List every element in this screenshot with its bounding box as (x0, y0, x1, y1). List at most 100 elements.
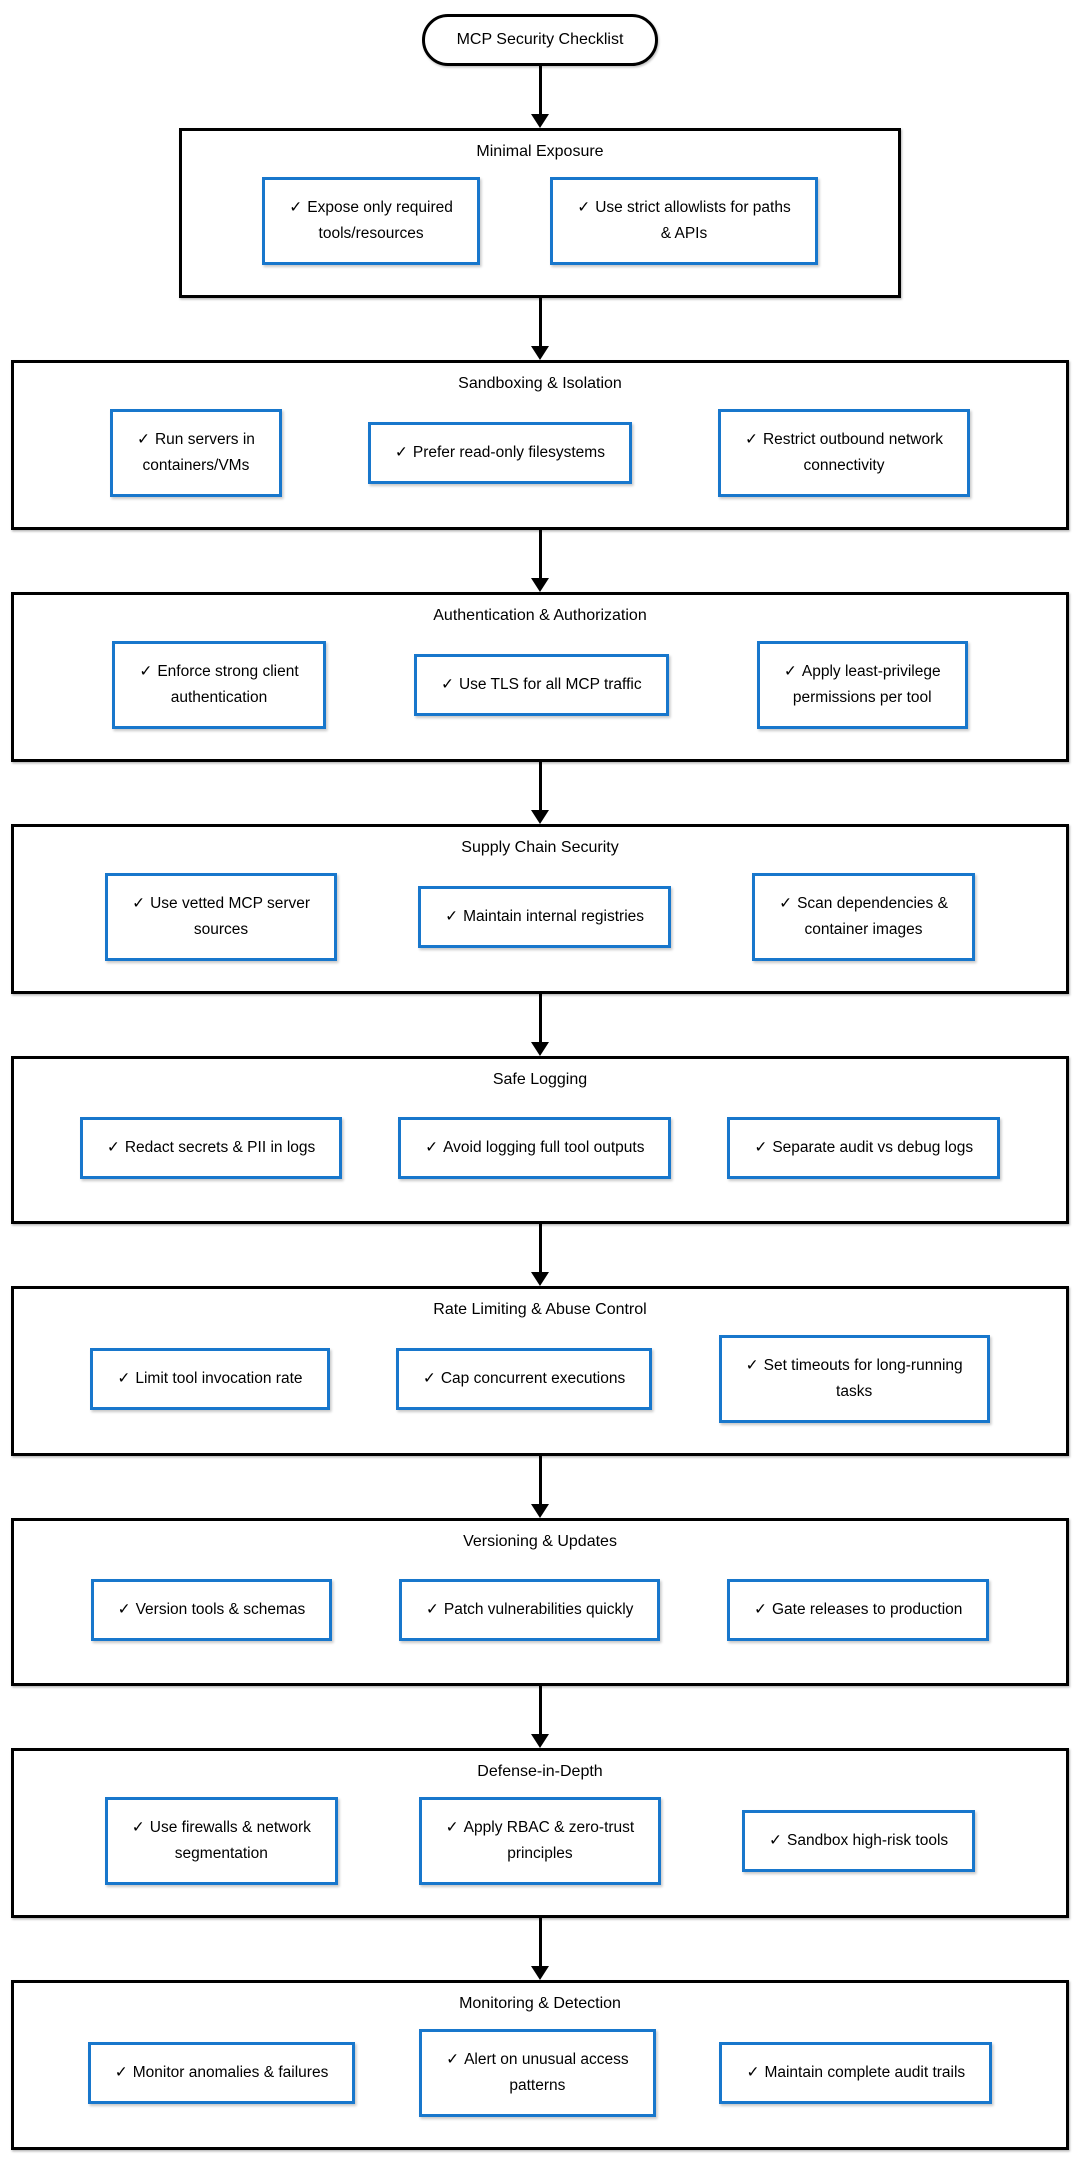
section-title: Supply Chain Security (461, 839, 619, 856)
checklist-item-label: Use TLS for all MCP traffic (458, 676, 642, 693)
section-versioning-updates: Versioning & Updates ✓Version tools & sc… (11, 1518, 1069, 1686)
sections-container: Minimal Exposure ✓Expose only required t… (11, 66, 1069, 2150)
arrow-shaft (538, 66, 542, 114)
checkmark-icon: ✓ (425, 1601, 439, 1618)
flow-arrow (531, 1456, 549, 1518)
section-items: ✓Version tools & schemas ✓Patch vulnerab… (24, 1567, 1056, 1653)
checklist-item-label: Maintain internal registries (463, 908, 645, 925)
flow-arrow (531, 1686, 549, 1748)
section-title: Rate Limiting & Abuse Control (433, 1301, 647, 1318)
arrow-shaft (538, 994, 542, 1042)
arrow-shaft (538, 1686, 542, 1734)
section-title: Minimal Exposure (476, 143, 604, 160)
checkmark-icon: ✓ (754, 1139, 768, 1156)
checklist-item: ✓Limit tool invocation rate (90, 1348, 330, 1410)
section-minimal-exposure: Minimal Exposure ✓Expose only required t… (179, 128, 901, 298)
checklist-item: ✓Sandbox high-risk tools (742, 1810, 976, 1872)
checkmark-icon: ✓ (132, 895, 146, 912)
arrow-head-down-icon (531, 1042, 549, 1056)
checklist-item-label: Scan dependencies & container images (797, 895, 948, 938)
checkmark-icon: ✓ (744, 431, 758, 448)
checklist-item: ✓Separate audit vs debug logs (727, 1117, 1001, 1179)
checklist-item-label: Enforce strong client authentication (157, 663, 299, 706)
arrow-head-down-icon (531, 1966, 549, 1980)
checklist-item: ✓Maintain complete audit trails (719, 2042, 993, 2104)
arrow-head-down-icon (531, 1504, 549, 1518)
arrow-shaft (538, 298, 542, 346)
checklist-item: ✓Cap concurrent executions (395, 1348, 653, 1410)
section-items: ✓Expose only required tools/resources ✓U… (192, 177, 888, 265)
checklist-item: ✓Use TLS for all MCP traffic (413, 654, 669, 716)
section-items: ✓Redact secrets & PII in logs ✓Avoid log… (24, 1105, 1056, 1191)
arrow-shaft (538, 1224, 542, 1272)
checklist-item-label: Monitor anomalies & failures (132, 2064, 329, 2081)
section-title: Sandboxing & Isolation (458, 375, 622, 392)
flow-arrow (531, 298, 549, 360)
checklist-item-label: Alert on unusual access patterns (464, 2051, 629, 2094)
section-items: ✓Monitor anomalies & failures ✓Alert on … (24, 2029, 1056, 2117)
checklist-item-label: Redact secrets & PII in logs (124, 1139, 316, 1156)
checklist-item: ✓Alert on unusual access patterns (419, 2029, 656, 2117)
section-safe-logging: Safe Logging ✓Redact secrets & PII in lo… (11, 1056, 1069, 1224)
section-title: Authentication & Authorization (433, 607, 647, 624)
checkmark-icon: ✓ (745, 1357, 759, 1374)
checklist-item-label: Limit tool invocation rate (135, 1370, 303, 1387)
checkmark-icon: ✓ (289, 199, 303, 216)
checklist-item-label: Cap concurrent executions (440, 1370, 626, 1387)
checklist-item: ✓Use vetted MCP server sources (105, 873, 338, 961)
checkmark-icon: ✓ (753, 1601, 767, 1618)
checkmark-icon: ✓ (117, 1601, 131, 1618)
checklist-item-label: Version tools & schemas (135, 1601, 306, 1618)
checkmark-icon: ✓ (422, 1370, 436, 1387)
section-items: ✓Enforce strong client authentication ✓U… (24, 641, 1056, 729)
flow-arrow (531, 762, 549, 824)
section-items: ✓Limit tool invocation rate ✓Cap concurr… (24, 1335, 1056, 1423)
checkmark-icon: ✓ (577, 199, 591, 216)
checklist-item: ✓Scan dependencies & container images (752, 873, 975, 961)
checklist-item-label: Use strict allowlists for paths & APIs (595, 199, 791, 242)
section-items: ✓Run servers in containers/VMs ✓Prefer r… (24, 409, 1056, 497)
arrow-head-down-icon (531, 578, 549, 592)
checklist-item-label: Separate audit vs debug logs (772, 1139, 974, 1156)
checklist-item: ✓Use firewalls & network segmentation (104, 1797, 338, 1885)
flow-arrow (531, 1224, 549, 1286)
section-items: ✓Use firewalls & network segmentation ✓A… (24, 1797, 1056, 1885)
checklist-item-label: Maintain complete audit trails (764, 2064, 966, 2081)
checklist-item: ✓Restrict outbound network connectivity (717, 409, 971, 497)
checkmark-icon: ✓ (131, 1819, 145, 1836)
arrow-head-down-icon (531, 810, 549, 824)
section-authentication-authorization: Authentication & Authorization ✓Enforce … (11, 592, 1069, 762)
arrow-head-down-icon (531, 346, 549, 360)
checkmark-icon: ✓ (114, 2064, 128, 2081)
flow-arrow (531, 1918, 549, 1980)
flow-arrow (531, 66, 549, 128)
section-title: Safe Logging (492, 1071, 588, 1088)
checklist-item: ✓Redact secrets & PII in logs (79, 1117, 343, 1179)
checklist-item-label: Use firewalls & network segmentation (149, 1819, 311, 1862)
section-title: Versioning & Updates (463, 1533, 617, 1550)
checkmark-icon: ✓ (440, 676, 454, 693)
checklist-item: ✓Version tools & schemas (90, 1579, 333, 1641)
checklist-item: ✓Run servers in containers/VMs (109, 409, 282, 497)
section-items: ✓Use vetted MCP server sources ✓Maintain… (24, 873, 1056, 961)
checkmark-icon: ✓ (769, 1832, 783, 1849)
section-monitoring-detection: Monitoring & Detection ✓Monitor anomalie… (11, 1980, 1069, 2150)
checklist-item: ✓Avoid logging full tool outputs (398, 1117, 672, 1179)
section-supply-chain-security: Supply Chain Security ✓Use vetted MCP se… (11, 824, 1069, 994)
checkmark-icon: ✓ (106, 1139, 120, 1156)
checkmark-icon: ✓ (139, 663, 153, 680)
checkmark-icon: ✓ (746, 2064, 760, 2081)
checklist-item: ✓Maintain internal registries (418, 886, 672, 948)
flow-arrow (531, 994, 549, 1056)
checklist-item-label: Set timeouts for long-running tasks (763, 1357, 963, 1400)
checklist-item-label: Gate releases to production (771, 1601, 963, 1618)
section-rate-limiting-abuse-control: Rate Limiting & Abuse Control ✓Limit too… (11, 1286, 1069, 1456)
section-title: Defense-in-Depth (477, 1763, 603, 1780)
arrow-shaft (538, 1456, 542, 1504)
arrow-head-down-icon (531, 1272, 549, 1286)
arrow-head-down-icon (531, 114, 549, 128)
checklist-item-label: Apply RBAC & zero-trust principles (463, 1819, 635, 1862)
checklist-item-label: Use vetted MCP server sources (150, 895, 311, 938)
checklist-item-label: Sandbox high-risk tools (787, 1832, 949, 1849)
checklist-item-label: Expose only required tools/resources (307, 199, 453, 242)
